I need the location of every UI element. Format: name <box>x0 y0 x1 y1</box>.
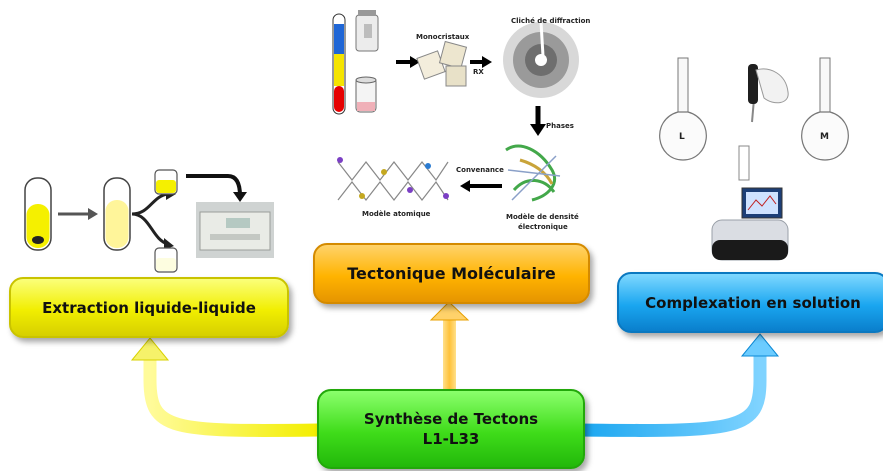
modele-densite-label-2: électronique <box>518 223 568 231</box>
extraction-illustration <box>24 169 274 273</box>
convenance-label: Convenance <box>456 166 504 174</box>
synthese-title: Synthèse de Tectons <box>363 409 539 428</box>
complexation-illustration <box>659 57 849 261</box>
synthese-box: Synthèse de Tectons L1-L33 <box>317 389 585 469</box>
flask-label-m: M <box>820 132 829 142</box>
monocristaux-label: Monocristaux <box>416 33 470 41</box>
modele-atomique-label: Modèle atomique <box>362 210 431 218</box>
rx-label: RX <box>473 68 484 76</box>
complexation-box: Complexation en solution <box>617 272 883 333</box>
arrow-to-extraction <box>130 337 319 437</box>
complexation-title: Complexation en solution <box>645 293 861 312</box>
phases-label: Phases <box>546 122 574 130</box>
arrow-to-tectonique <box>429 301 470 390</box>
modele-densite-label: Modèle de densité <box>506 213 579 221</box>
extraction-title: Extraction liquide-liquide <box>42 298 256 317</box>
synthese-ligands: L1-L33 <box>422 430 480 448</box>
arrow-to-complexation <box>579 333 780 437</box>
crystallography-illustration <box>332 10 579 202</box>
tectonique-title: Tectonique Moléculaire <box>347 264 556 283</box>
diffraction-label: Cliché de diffraction <box>511 17 591 25</box>
tectonique-box: Tectonique Moléculaire <box>313 243 590 304</box>
extraction-box: Extraction liquide-liquide <box>9 277 289 338</box>
flask-label-l: L <box>679 132 685 142</box>
